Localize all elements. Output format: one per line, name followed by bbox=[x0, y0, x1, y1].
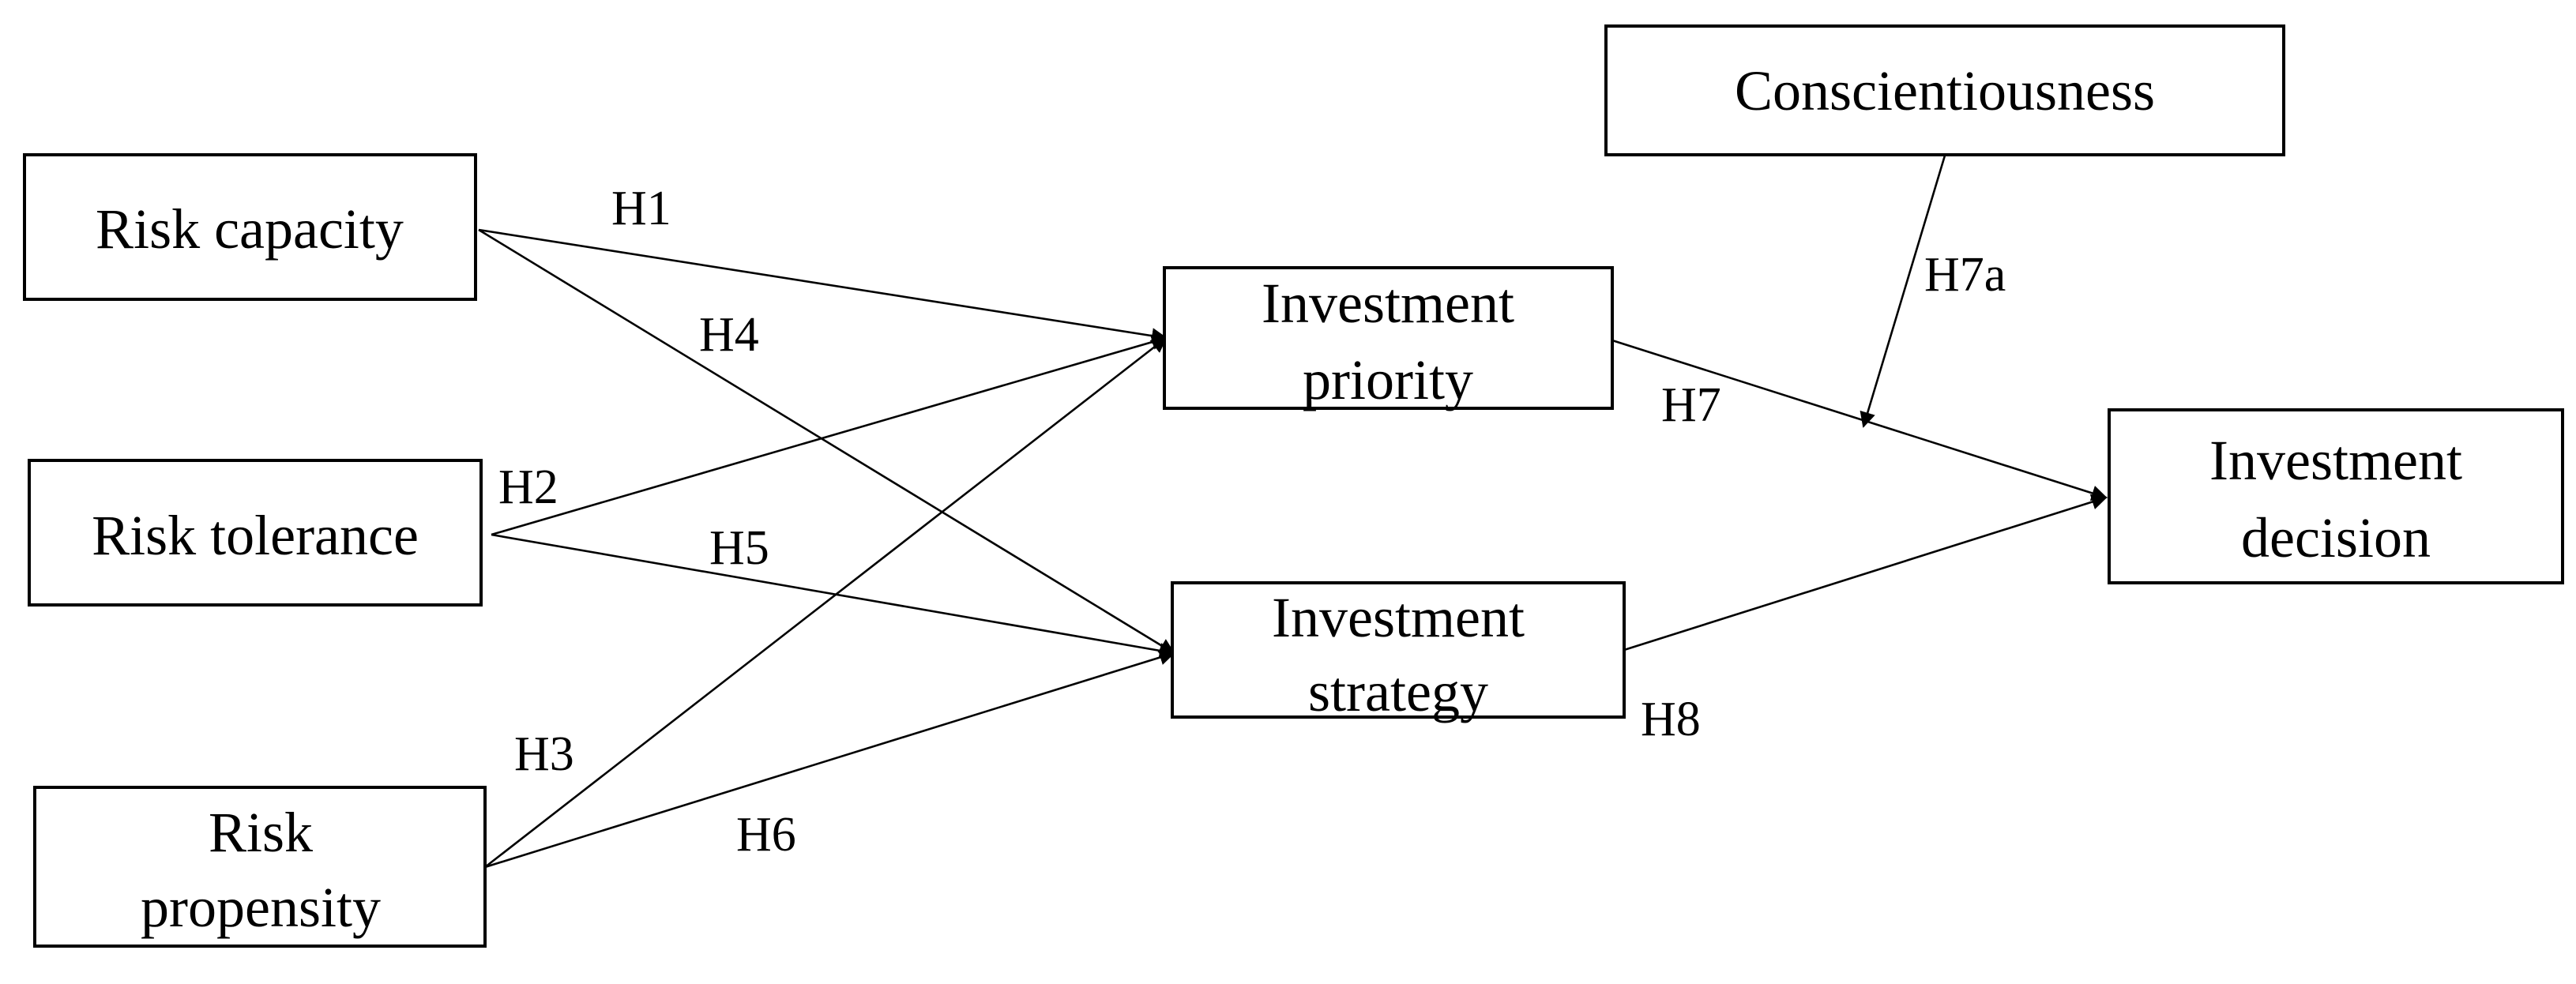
investment-strategy-label-line2: strategy bbox=[1308, 660, 1488, 723]
label-h1: H1 bbox=[611, 182, 671, 235]
box-conscientiousness: Conscientiousness bbox=[1604, 24, 2285, 156]
box-risk-propensity: Risk propensity bbox=[33, 786, 487, 948]
arrow-h7a bbox=[1860, 155, 1946, 428]
risk-tolerance-label: Risk tolerance bbox=[92, 504, 419, 567]
arrow-h2 bbox=[491, 334, 1168, 536]
box-investment-priority: Investment priority bbox=[1163, 266, 1614, 411]
label-h5: H5 bbox=[709, 521, 769, 575]
risk-capacity-label: Risk capacity bbox=[96, 197, 404, 261]
box-investment-strategy: Investment strategy bbox=[1171, 581, 1626, 723]
path-arrows bbox=[478, 155, 2108, 869]
arrow-h3 bbox=[484, 336, 1168, 869]
investment-priority-label-line1: Investment bbox=[1262, 272, 1514, 335]
label-h8: H8 bbox=[1641, 693, 1701, 746]
investment-decision-label-line2: decision bbox=[2241, 506, 2431, 569]
label-h4: H4 bbox=[699, 308, 759, 362]
risk-propensity-label-line2: propensity bbox=[141, 876, 381, 939]
label-h7a: H7a bbox=[1924, 248, 2006, 302]
conscientiousness-label: Conscientiousness bbox=[1735, 59, 2155, 122]
box-risk-tolerance: Risk tolerance bbox=[28, 459, 483, 607]
label-h7: H7 bbox=[1661, 378, 1721, 432]
arrow-h5 bbox=[491, 533, 1175, 659]
box-investment-decision: Investment decision bbox=[2108, 408, 2564, 584]
investment-priority-label-line2: priority bbox=[1303, 348, 1473, 411]
arrow-h4 bbox=[478, 228, 1175, 655]
arrow-h1 bbox=[478, 228, 1168, 344]
box-risk-capacity: Risk capacity bbox=[23, 153, 477, 301]
arrow-h7 bbox=[1611, 339, 2108, 501]
risk-propensity-label-line1: Risk bbox=[209, 801, 313, 864]
hypothesis-labels: H1 H4 H2 H5 H3 H6 H7 H7a H8 bbox=[498, 182, 2006, 862]
arrow-h8 bbox=[1623, 494, 2108, 652]
label-h3: H3 bbox=[514, 727, 574, 781]
label-h6: H6 bbox=[736, 808, 796, 862]
investment-strategy-label-line1: Investment bbox=[1272, 586, 1525, 649]
arrow-h6 bbox=[484, 649, 1175, 869]
label-h2: H2 bbox=[498, 460, 558, 514]
investment-decision-label-line1: Investment bbox=[2209, 429, 2462, 492]
